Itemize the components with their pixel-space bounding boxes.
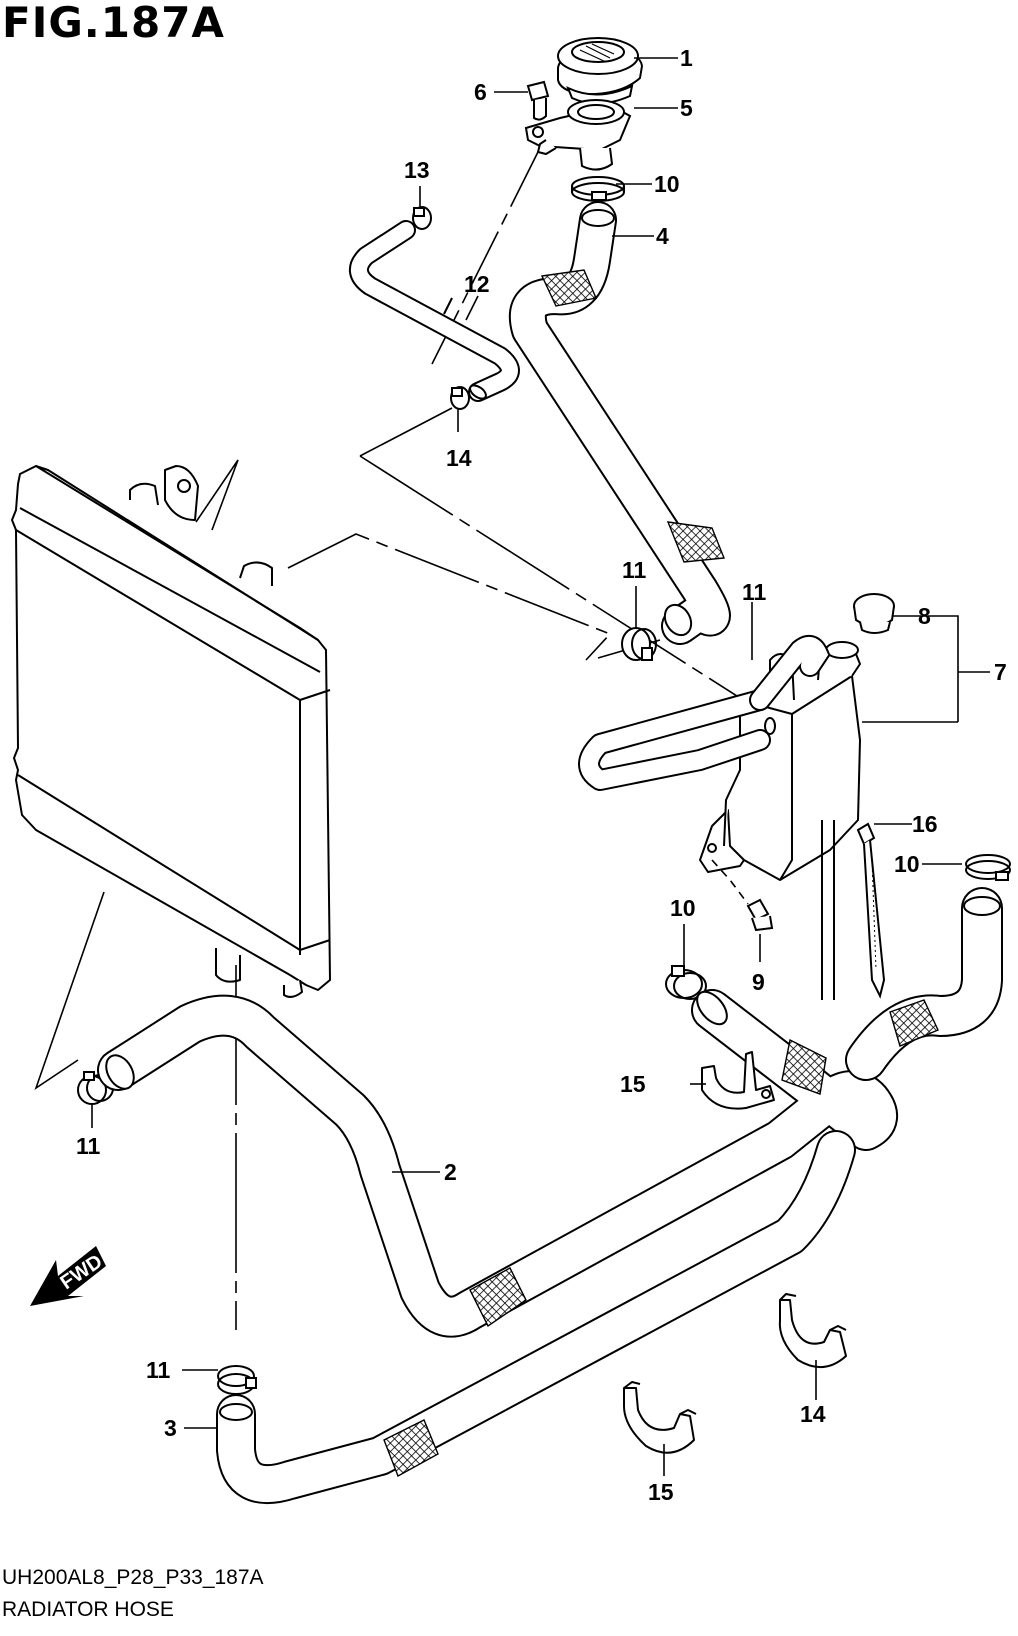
bottom-hose-3: [216, 1130, 856, 1505]
callout-leaders: [91, 57, 990, 1476]
callout-9: 9: [752, 969, 765, 995]
callout-7: 7: [994, 659, 1007, 685]
callout-1: 1: [680, 45, 693, 71]
overflow-hose-13: [349, 220, 520, 402]
callout-14-top: 13: [404, 157, 430, 183]
callout-15-bottom: 15: [648, 1479, 674, 1505]
callout-15-right: 14: [800, 1401, 826, 1427]
callout-11-left: 11: [76, 1133, 101, 1159]
lower-hose-2: [97, 989, 898, 1338]
cable-tie-17: [856, 822, 886, 999]
callout-2: 2: [444, 1159, 457, 1185]
callout-17: 16: [912, 811, 938, 837]
bolt-6: [526, 80, 550, 121]
fwd-arrow: FWD: [30, 1246, 107, 1306]
callout-10-top: 10: [654, 171, 680, 197]
figure-title: FIG.187A: [2, 0, 225, 47]
reservoir-hose-12: [578, 634, 831, 791]
filler-neck: [524, 99, 632, 171]
upper-hose-4: [508, 201, 731, 645]
callout-11-mid: 11: [622, 557, 647, 583]
callout-3: 3: [164, 1415, 177, 1441]
radiator-cap: [557, 37, 644, 105]
protector-16: [701, 1051, 775, 1110]
figure-name: RADIATOR HOSE: [2, 1598, 174, 1621]
callout-13: 12: [464, 271, 490, 297]
callout-14-lower: 14: [446, 445, 472, 471]
lower-hose-2-branch: [845, 887, 1003, 1081]
protector-15-right: [778, 1293, 847, 1368]
clamp-10-top: [571, 176, 625, 202]
clamp-10-lower: [665, 965, 707, 1000]
clamp-10-right: [965, 854, 1011, 881]
tank-stay: [821, 820, 835, 1000]
callout-5: 5: [680, 95, 693, 121]
callout-10-right: 10: [894, 851, 920, 877]
callout-10-lower: 10: [670, 895, 696, 921]
callout-12: 11: [742, 579, 767, 605]
clamp-14-top: [412, 206, 432, 230]
radiator: [11, 465, 331, 998]
bolt-9-leader: [711, 859, 749, 905]
clamp-11-bottom: [217, 1365, 257, 1395]
callout-6: 6: [474, 79, 487, 105]
reservoir-cap-8: [853, 593, 895, 634]
callout-11-bottom: 11: [146, 1357, 171, 1383]
callout-4: 4: [656, 223, 669, 249]
figure-code: UH200AL8_P28_P33_187A: [2, 1566, 264, 1589]
callout-numbers: 1 2 3 4 5 6 7 8 9 10 10 10 11 11 11 11 1…: [76, 45, 1007, 1505]
callout-16: 15: [620, 1071, 646, 1097]
callout-8: 8: [918, 603, 931, 629]
clamp-11-mid: [621, 627, 657, 661]
protector-15-bottom: [623, 1381, 697, 1454]
bolt-9: [746, 898, 774, 932]
clamp-14-lower: [450, 386, 470, 410]
